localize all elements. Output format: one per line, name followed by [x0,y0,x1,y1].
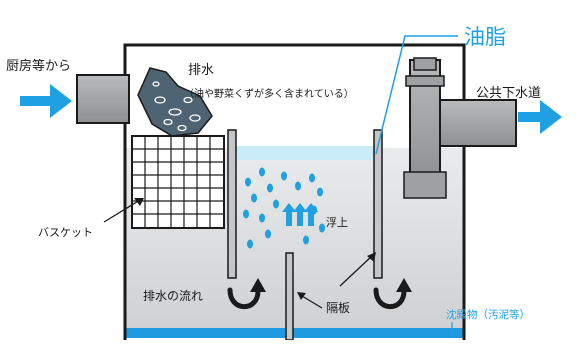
debris-bag-icon [137,67,213,137]
outlet-pipe [403,57,517,199]
wastewater-label: 排水 [188,63,214,78]
sediment-label: 沈殿物（汚泥等） [446,308,530,321]
baffle-leader-arrowhead [367,252,376,262]
left-baffle [227,129,237,279]
float-up-label: 浮上 [326,216,348,229]
middle-partition [285,252,294,341]
basket [131,135,225,229]
outlet-arrow-icon [518,100,562,134]
curved-arrow-icon [227,278,266,309]
partition-leader-arrowhead [297,292,306,300]
oil-label: 油脂 [464,25,506,49]
oil-layer [232,146,377,160]
flow-label: 排水の流れ [143,289,203,303]
outlet-label: 公共下水道 [476,86,541,101]
basket-leader-arrowhead [134,198,144,206]
basket-leader-line [103,199,141,223]
inlet-arrow-icon [20,84,72,118]
curved-arrow-icon [373,278,412,309]
partition-leader-line [301,295,323,309]
up-arrow-icon [282,203,318,226]
wastewater-note: （油や野菜くずが多く含まれている） [184,87,354,100]
right-baffle [373,129,383,279]
inlet-pipe [76,74,130,124]
sediment-layer [125,328,464,338]
basket-label: バスケット [38,226,93,239]
baffle-leader-line [339,255,373,287]
inlet-label: 厨房等から [6,58,71,74]
partition-label: 隔板 [326,301,350,315]
oil-droplets [243,167,325,249]
tank-outline [123,43,466,340]
oil-leader-line [375,35,458,155]
